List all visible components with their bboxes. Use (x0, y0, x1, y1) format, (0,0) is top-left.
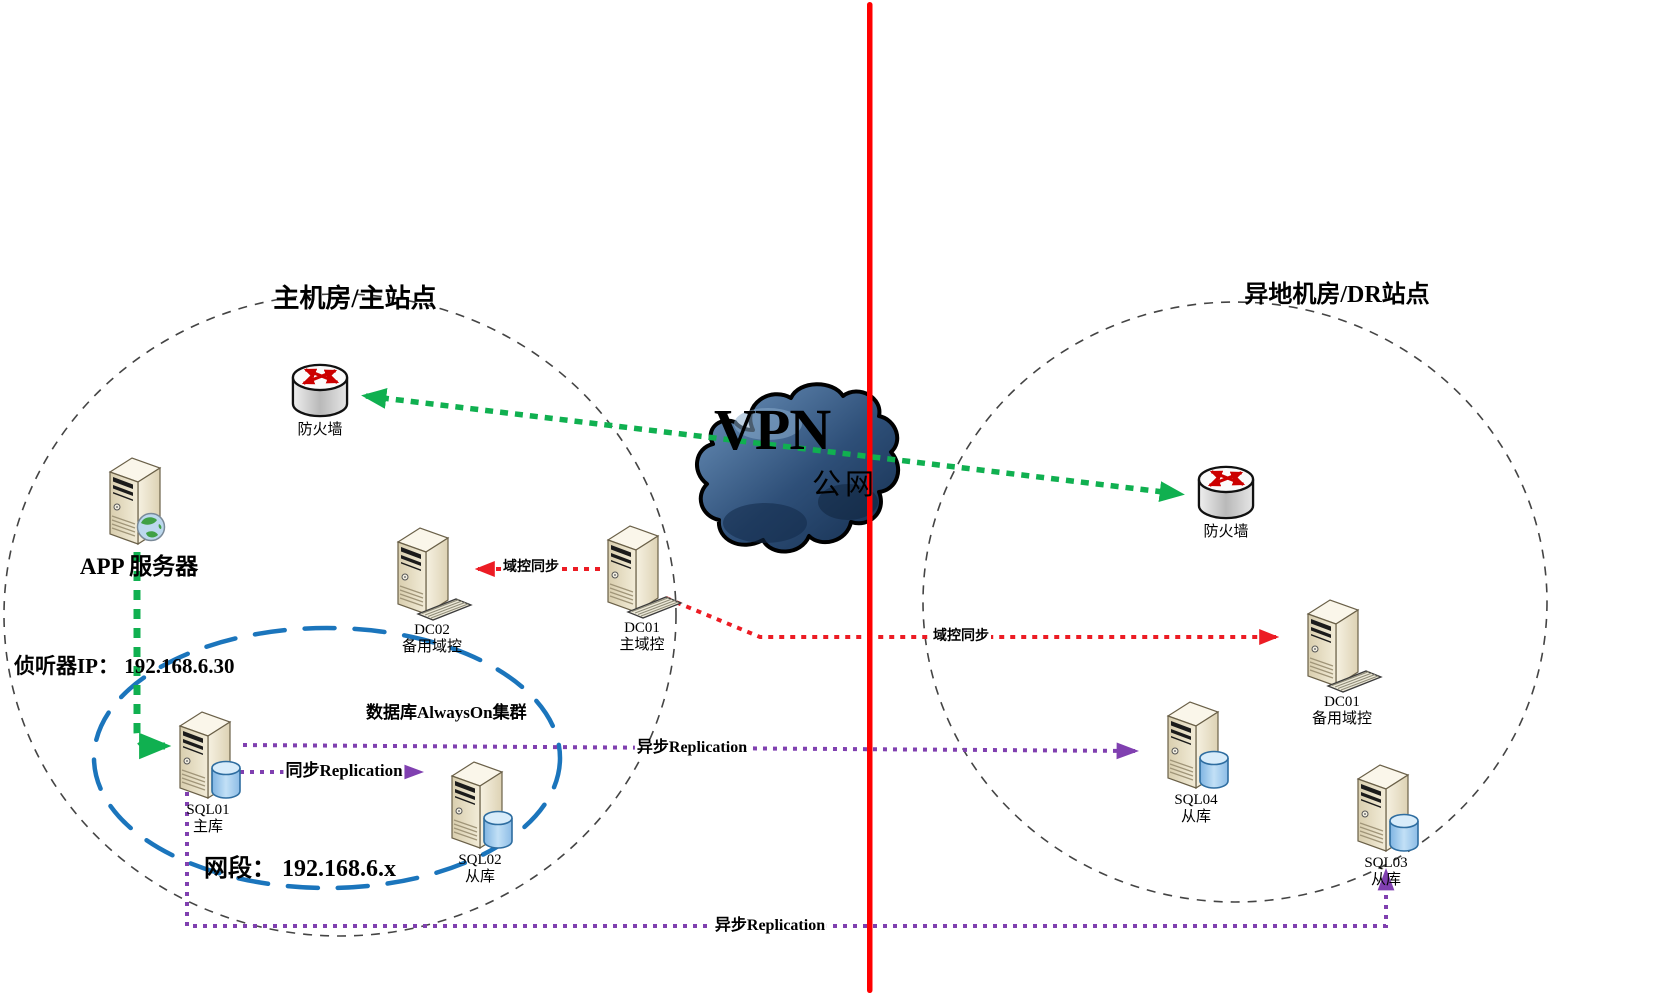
firewall-dr-label: 防火墙 (1203, 524, 1249, 540)
link-async-replication-mid (242, 742, 1139, 760)
dc02-name: DC02 (414, 622, 450, 638)
node-dc01: DC01 主域控 (600, 516, 684, 653)
node-dc02: DC02 备用域控 (390, 518, 474, 655)
site-boundary-main (3, 293, 677, 937)
node-sql01: SQL01 主库 (172, 702, 244, 835)
dc01-name: DC01 (624, 620, 660, 636)
alwayson-cluster-label: 数据库AlwaysOn集群 (366, 703, 527, 722)
domain-controller-icon (607, 525, 682, 619)
public-network-label: 公网 (812, 469, 879, 501)
vpn-label: VPN (714, 397, 831, 462)
sql03-name: SQL03 (1364, 855, 1408, 871)
app-server-label: APP 服务器 (79, 554, 199, 579)
sql01-role: 主库 (192, 818, 223, 835)
node-firewall-dr: 防火墙 (1188, 464, 1264, 541)
firewall-icon (1196, 464, 1256, 522)
site-title-dr: 异地机房/DR站点 (1244, 282, 1430, 308)
link-app-to-sql01 (133, 552, 172, 760)
edge-label-async-replication-mid: 异步Replication (634, 739, 750, 757)
node-sql04: SQL04 从库 (1160, 692, 1232, 825)
node-firewall-main: 防火墙 (278, 362, 362, 439)
dc01-dr-name: DC01 (1324, 694, 1360, 710)
app-server-icon (109, 457, 166, 545)
dc02-role: 备用域控 (401, 638, 462, 655)
listener-ip-text: 侦听器IP： 192.168.6.30 (14, 654, 235, 678)
subnet-text: 网段： 192.168.6.x (204, 856, 396, 882)
site-boundary-dr (922, 301, 1548, 903)
sql02-name: SQL02 (458, 852, 502, 868)
sql04-role: 从库 (1180, 808, 1211, 825)
dc01-dr-role: 备用域控 (1311, 710, 1372, 727)
node-app-server: APP 服务器 (59, 448, 219, 579)
sql03-role: 从库 (1370, 871, 1401, 888)
sql-server-icon (1167, 701, 1229, 789)
edge-label-dc-sync-right: 域控同步 (931, 629, 991, 645)
site-title-main: 主机房/主站点 (273, 284, 437, 313)
edge-label-async-replication-bottom: 异步Replication (712, 917, 828, 935)
sql-server-icon (451, 761, 513, 849)
domain-controller-icon (1307, 599, 1382, 693)
firewall-main-label: 防火墙 (297, 422, 343, 438)
domain-controller-icon (397, 527, 472, 621)
sql-server-icon (1357, 764, 1419, 852)
sql02-role: 从库 (464, 868, 495, 885)
link-dc-sync-right (665, 596, 1280, 645)
sql01-name: SQL01 (186, 802, 230, 818)
firewall-icon (290, 362, 350, 420)
edge-label-dc-sync-left: 域控同步 (501, 560, 561, 576)
site-divider-line (867, 2, 873, 993)
edge-label-sync-replication: 同步Replication (283, 761, 405, 781)
node-dc01-dr: DC01 备用域控 (1300, 590, 1384, 727)
alwayson-cluster-boundary (91, 625, 563, 891)
sql-server-icon (179, 711, 241, 799)
sql04-name: SQL04 (1174, 792, 1218, 808)
dc01-role: 主域控 (619, 636, 665, 653)
node-sql03: SQL03 从库 (1350, 755, 1422, 888)
node-sql02: SQL02 从库 (444, 752, 516, 885)
link-vpn-tunnel (361, 388, 1185, 502)
